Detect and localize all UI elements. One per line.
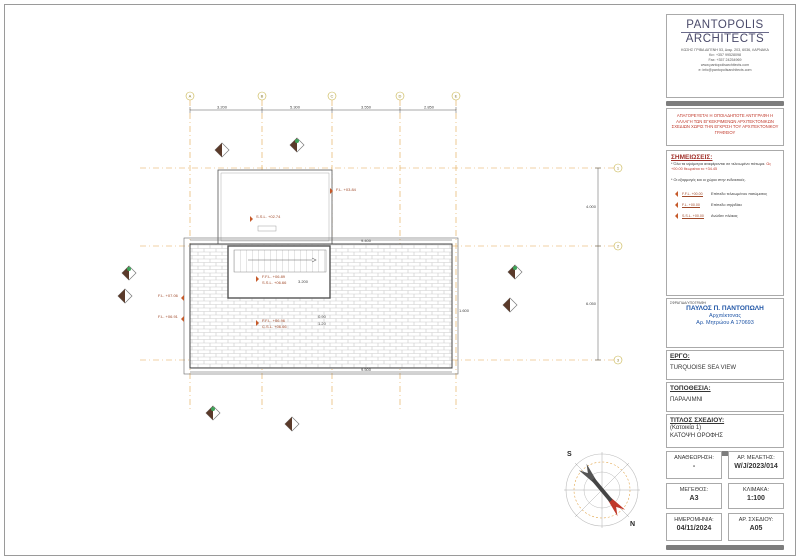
firm-fax: Fax: +357 24254969 [708,58,742,62]
dim-top: 3.550 [361,105,372,110]
dim-small: 1.600 [459,308,470,313]
dim-small: 3.200 [298,279,309,284]
firm-web: www.pantopolisarchitects.com [700,63,750,67]
sheet-value: A05 [749,524,763,532]
project-label: ΕΡΓΟ: [670,353,690,360]
dim-top: 2.850 [424,105,435,110]
level-tag: F.F.L. +06.89 [262,274,286,279]
drawing-title-label: ΤΙΤΛΟΣ ΣΧΕΔΙΟΥ: [670,417,725,424]
size-value: A3 [689,494,699,502]
signature-box: ΣΦΡΑΓΙΔΑ/ΥΠΟΓΡΑΦΗ ΠΑΥΛΟΣ Π. ΠΑΝΤΟΠΩΛΗ Αρ… [666,298,784,348]
divider-bar [666,101,784,106]
level-marker-icon [675,191,678,197]
location-box: ΤΟΠΟΘΕΣΙΑ: ΠΑΡΑΛΙΜΝΙ [666,382,784,412]
firm-tel: Κιν: +357 99528098 [708,53,742,57]
dim-right: 4.000 [586,204,597,209]
level-tag: S.S.L. +02.74 [256,214,281,219]
revision-label: ΑΝΑΘΕΩΡΗΣΗ: [674,455,714,461]
divider-bar [666,545,784,550]
study-label: ΑΡ. ΜΕΛΕΤΗΣ: [737,455,775,461]
dim-top: 3.200 [217,105,228,110]
grid-row-label: 2 [617,244,620,249]
notes-box: ΣΗΜΕΙΩΣΕΙΣ: * Όλα τα υψόμετρα αναφέροντα… [666,150,784,296]
disclaimer-box: ΑΠΑΓΟΡΕΥΕΤΑΙ Η ΟΠΟΙΑΔΗΠΟΤΕ ΑΝΤΙΓΡΑΦΗ Η Α… [666,108,784,146]
level-tag: F.L. +03.84 [336,187,357,192]
grid-col-label: C [331,94,334,99]
divider-bar [666,451,784,456]
grid-col-label: A [189,94,192,99]
scale-cell: ΚΛΙΜΑΚΑ: 1:100 [728,483,784,509]
sheet-border [4,4,796,556]
level-marker-icon [675,213,678,219]
signature-reg: Αρ. Μητρώου Α 170693 [696,320,754,326]
project-box: ΕΡΓΟ: TURQUOISE SEA VIEW [666,350,784,380]
revision-value: - [692,462,696,470]
level-marker-icon [675,202,678,208]
signature-caption: ΣΦΡΑΓΙΔΑ/ΥΠΟΓΡΑΦΗ [670,301,706,305]
date-label: ΗΜΕΡΟΜΗΝΙΑ: [674,517,714,523]
level-tag: C.S.L. +06.66 [262,324,287,329]
date-value: 04/11/2024 [676,524,712,532]
compass-south: S [567,451,572,458]
scale-value: 1:100 [747,494,765,502]
drawing-title-line1: (Κατοικία 1) [670,425,702,431]
compass-north: N [630,521,635,528]
firm-email: e: info@pantopolisarchitects.com [698,68,752,72]
study-cell: ΑΡ. ΜΕΛΕΤΗΣ: W/J/2023/014 [728,451,784,479]
location-label: ΤΟΠΟΘΕΣΙΑ: [670,385,711,392]
disclaimer-text: ΑΠΑΓΟΡΕΥΕΤΑΙ Η ΟΠΟΙΑΔΗΠΟΤΕ ΑΝΤΙΓΡΑΦΗ Η Α… [671,113,779,135]
hatch-box [257,225,277,232]
study-value: W/J/2023/014 [734,462,778,470]
notes-title: ΣΗΜΕΙΩΣΕΙΣ: [671,154,713,161]
note-2: * Οι εξαρμογές και οι χώροι στην ενδεικτ… [671,178,746,182]
dim-right: 6.050 [586,301,597,306]
level-tag: S.S.L. +06.66 [262,280,287,285]
project-value: TURQUOISE SEA VIEW [670,365,737,371]
dim-small: 0.90 [318,314,327,319]
revision-cell: ΑΝΑΘΕΩΡΗΣΗ: - [666,451,722,479]
size-label: ΜΕΓΕΘΟΣ: [679,487,709,493]
location-value: ΠΑΡΑΛΙΜΝΙ [670,397,703,403]
firm-subname: ARCHITECTS [681,32,769,45]
level-tag: F.F.L. +06.96 [262,318,286,323]
sheet-cell: ΑΡ. ΣΧΕΔΙΟΥ: A05 [728,513,784,541]
compass-rose [564,452,640,528]
grid-row-label: 1 [617,166,620,171]
title-block: PANTOPOLIS ARCHITECTS ΚΩΣΗΣ ΓΡΙΒΑ ΔΙΓΕΝΗ… [666,8,796,554]
firm-address: ΚΩΣΗΣ ΓΡΙΒΑ ΔΙΓΕΝΗ 53, Διαμ. 203, 6036, … [681,48,769,52]
grid-col-label: E [455,94,458,99]
grid-col-label: B [261,94,264,99]
drawing-title-line2: ΚΑΤΟΨΗ ΟΡΟΦΗΣ [670,433,723,439]
sheet-label: ΑΡ. ΣΧΕΔΙΟΥ: [738,517,774,523]
firm-name: PANTOPOLIS [686,19,764,31]
dim-width-bottom: 9.500 [361,367,372,372]
date-cell: ΗΜΕΡΟΜΗΝΙΑ: 04/11/2024 [666,513,722,541]
grid-col-label: D [399,94,402,99]
grid-bubbles [185,91,623,365]
grid-row-label: 3 [617,358,620,363]
signature-role: Αρχιτέκτονας [708,313,741,319]
outer-frame [183,237,459,375]
dim-small: 1.20 [318,321,327,326]
firm-box: PANTOPOLIS ARCHITECTS ΚΩΣΗΣ ΓΡΙΒΑ ΔΙΓΕΝΗ… [666,14,784,98]
scale-label: ΚΛΙΜΑΚΑ: [743,487,769,493]
upper-terrace [217,169,333,245]
level-tag: F.L. +07.06 [158,293,179,298]
drawing-title-box: ΤΙΤΛΟΣ ΣΧΕΔΙΟΥ: (Κατοικία 1) ΚΑΤΟΨΗ ΟΡΟΦ… [666,414,784,448]
dim-top: 5.300 [290,105,301,110]
note-1: * Όλα τα υψόμετρα αναφέρονται σε τελειωμ… [671,162,772,171]
size-cell: ΜΕΓΕΘΟΣ: A3 [666,483,722,509]
roof-plan-drawing: A B C D E 1 2 3 3.200 5.300 3.550 2.850 … [117,91,640,528]
level-tag: F.L. +06.91 [158,314,179,319]
signature-name: ΠΑΥΛΟΣ Π. ΠΑΝΤΟΠΩΛΗ [686,305,764,312]
dim-width-top: 9.400 [361,238,372,243]
